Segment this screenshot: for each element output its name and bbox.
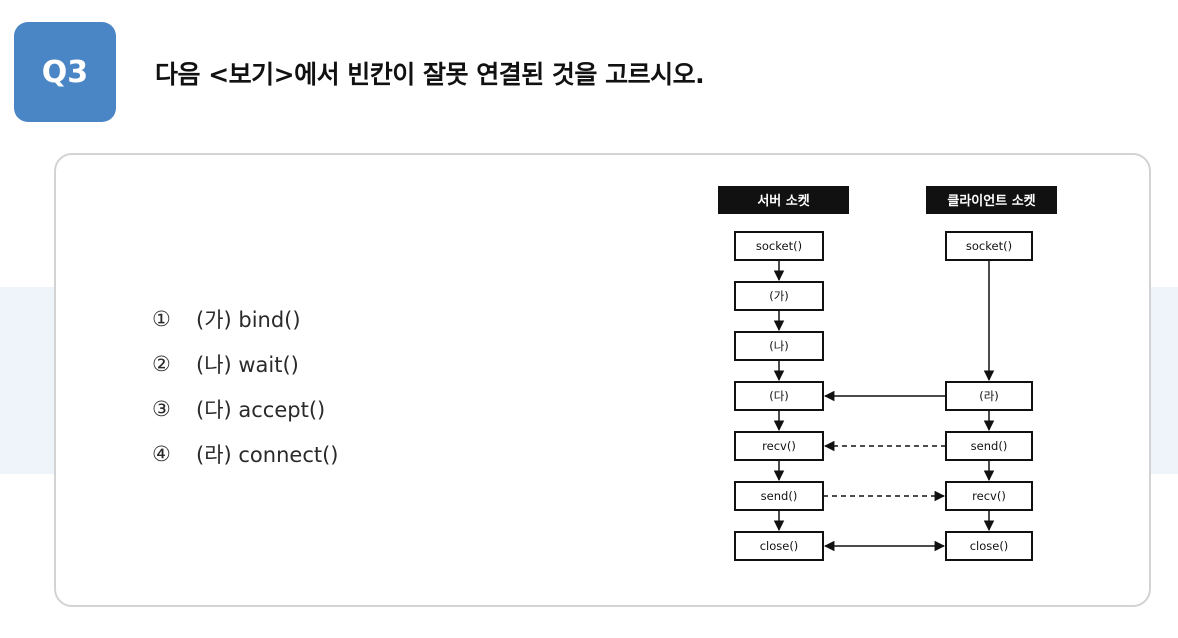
option-number: ② — [152, 351, 171, 376]
answer-options: ① (가) bind() ② (나) wait() ③ (다) accept()… — [152, 296, 338, 476]
option-label: (다) accept() — [196, 397, 326, 422]
client-step-label: send() — [971, 439, 1008, 453]
server-step-label: close() — [760, 539, 799, 553]
client-step-3: send() — [945, 431, 1033, 461]
server-step-4: (다) — [734, 381, 824, 411]
client-step-1: socket() — [945, 231, 1033, 261]
socket-flow-svg: 서버 소켓 클라이언트 소켓 socket() (가) (나) (다) recv… — [718, 186, 1057, 561]
option-label: (라) connect() — [196, 442, 339, 467]
server-step-label: (나) — [769, 339, 789, 353]
option-number: ③ — [152, 396, 171, 421]
option-3[interactable]: ③ (다) accept() — [152, 386, 338, 431]
client-step-label: close() — [970, 539, 1009, 553]
server-header: 서버 소켓 — [757, 193, 809, 209]
client-step-label: recv() — [972, 489, 1006, 503]
client-header: 클라이언트 소켓 — [947, 193, 1035, 209]
server-step-3: (나) — [734, 331, 824, 361]
option-label: (나) wait() — [196, 352, 299, 377]
client-step-4: recv() — [945, 481, 1033, 511]
client-step-label: socket() — [966, 239, 1012, 253]
option-number: ① — [152, 306, 171, 331]
server-step-label: send() — [761, 489, 798, 503]
option-2[interactable]: ② (나) wait() — [152, 341, 338, 386]
server-header-bg — [718, 186, 849, 214]
server-step-label: socket() — [756, 239, 802, 253]
server-step-6: send() — [734, 481, 824, 511]
client-header-bg — [926, 186, 1057, 214]
question-number-badge: Q3 — [14, 22, 116, 122]
server-step-7: close() — [734, 531, 824, 561]
server-step-label: (가) — [769, 289, 789, 303]
option-4[interactable]: ④ (라) connect() — [152, 431, 338, 476]
client-step-label: (라) — [979, 389, 999, 403]
server-step-2: (가) — [734, 281, 824, 311]
option-label: (가) bind() — [196, 307, 301, 332]
client-step-2: (라) — [945, 381, 1033, 411]
question-text: 다음 <보기>에서 빈칸이 잘못 연결된 것을 고르시오. — [155, 60, 705, 89]
socket-flow-diagram: 서버 소켓 클라이언트 소켓 socket() (가) (나) (다) recv… — [700, 175, 1080, 575]
client-step-5: close() — [945, 531, 1033, 561]
server-step-5: recv() — [734, 431, 824, 461]
server-step-label: (다) — [769, 389, 789, 403]
server-step-label: recv() — [762, 439, 796, 453]
option-number: ④ — [152, 441, 171, 466]
option-1[interactable]: ① (가) bind() — [152, 296, 338, 341]
question-number: Q3 — [41, 54, 89, 90]
server-step-1: socket() — [734, 231, 824, 261]
